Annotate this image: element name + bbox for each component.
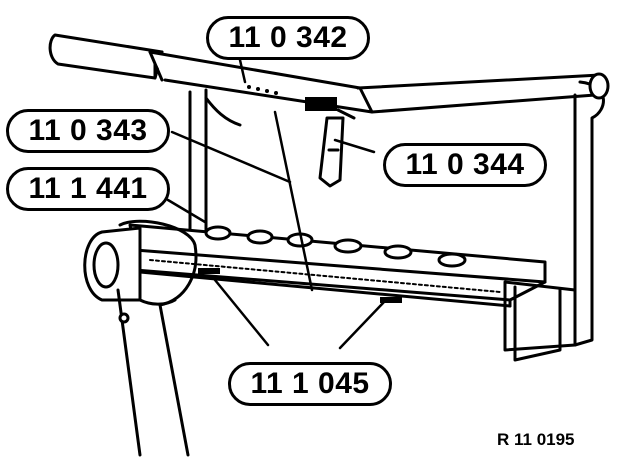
clamp-piece	[318, 116, 345, 188]
callout-11-1-441: 11 1 441	[6, 167, 170, 211]
frame-right	[503, 72, 610, 362]
frame-left-upright	[188, 88, 242, 237]
lever-handle	[48, 33, 602, 120]
main-rail	[128, 223, 547, 308]
leader-lines	[166, 58, 386, 350]
left-housing	[83, 219, 198, 457]
reference-code: R 11 0195	[497, 430, 575, 449]
callout-11-0-344: 11 0 344	[383, 143, 547, 187]
callout-11-1-045: 11 1 045	[228, 362, 392, 406]
callout-11-0-343: 11 0 343	[6, 109, 170, 153]
callout-11-0-342: 11 0 342	[206, 16, 370, 60]
